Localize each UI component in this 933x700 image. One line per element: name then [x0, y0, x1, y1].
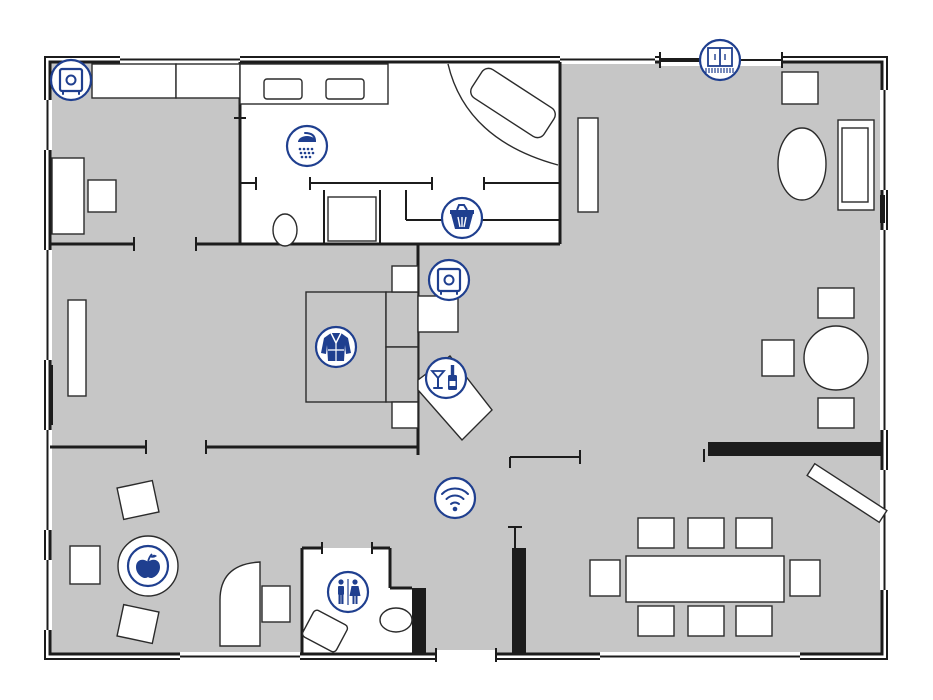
bathrobe-icon	[314, 325, 358, 369]
nightstand-bottom	[391, 401, 419, 429]
closet-unit	[417, 295, 459, 333]
chair-rt-top	[817, 287, 855, 319]
toilet-man-woman-icon	[326, 570, 370, 614]
chair-rt-bottom	[817, 397, 855, 429]
wardrobe-right	[175, 63, 241, 99]
bench-diagonal	[806, 462, 888, 524]
shower-icon	[285, 124, 329, 168]
round-table	[803, 325, 869, 391]
bed-pillow-top	[385, 291, 419, 348]
dining-chair-2	[687, 517, 725, 549]
sliding-door-icon	[698, 38, 742, 82]
dining-chair-4	[637, 605, 675, 637]
wc-toilet	[379, 607, 413, 633]
wifi-icon	[433, 476, 477, 520]
vanity	[239, 63, 389, 105]
safe-icon	[49, 58, 93, 102]
dining-chair-left	[589, 559, 621, 597]
tv-stand-right	[577, 117, 599, 213]
wardrobe-left	[91, 63, 177, 99]
sink-right	[325, 78, 365, 100]
armchair-ll-bottom	[116, 603, 160, 645]
apple-icon	[126, 544, 170, 588]
minibar-icon	[424, 356, 468, 400]
dining-chair-1	[637, 517, 675, 549]
toilet-bath	[272, 213, 298, 247]
wc-sink	[301, 609, 349, 653]
bathtub	[470, 67, 556, 139]
dining-chair-5	[687, 605, 725, 637]
desk-chair-lower	[261, 585, 291, 623]
bed-pillow-bottom	[385, 346, 419, 403]
tv-stand-left	[67, 299, 87, 397]
ice-bucket-icon	[440, 196, 484, 240]
dining-table	[625, 555, 785, 603]
dining-chair-3	[735, 517, 773, 549]
desk-curved	[219, 561, 261, 647]
safe-icon	[427, 258, 471, 302]
chair-rt-left	[761, 339, 795, 377]
shower-tray	[327, 196, 377, 242]
dining-chair-6	[735, 605, 773, 637]
armchair-top	[781, 71, 819, 105]
nightstand-top	[391, 265, 419, 293]
interior-walls	[50, 62, 882, 654]
armchair-ll-left	[69, 545, 101, 585]
armchair-ll-top	[116, 479, 160, 521]
desk-chair	[87, 179, 117, 213]
dining-chair-right	[789, 559, 821, 597]
coffee-table	[777, 127, 827, 201]
sink-left	[263, 78, 303, 100]
outer-walls	[43, 52, 889, 662]
desk-left	[51, 157, 85, 235]
